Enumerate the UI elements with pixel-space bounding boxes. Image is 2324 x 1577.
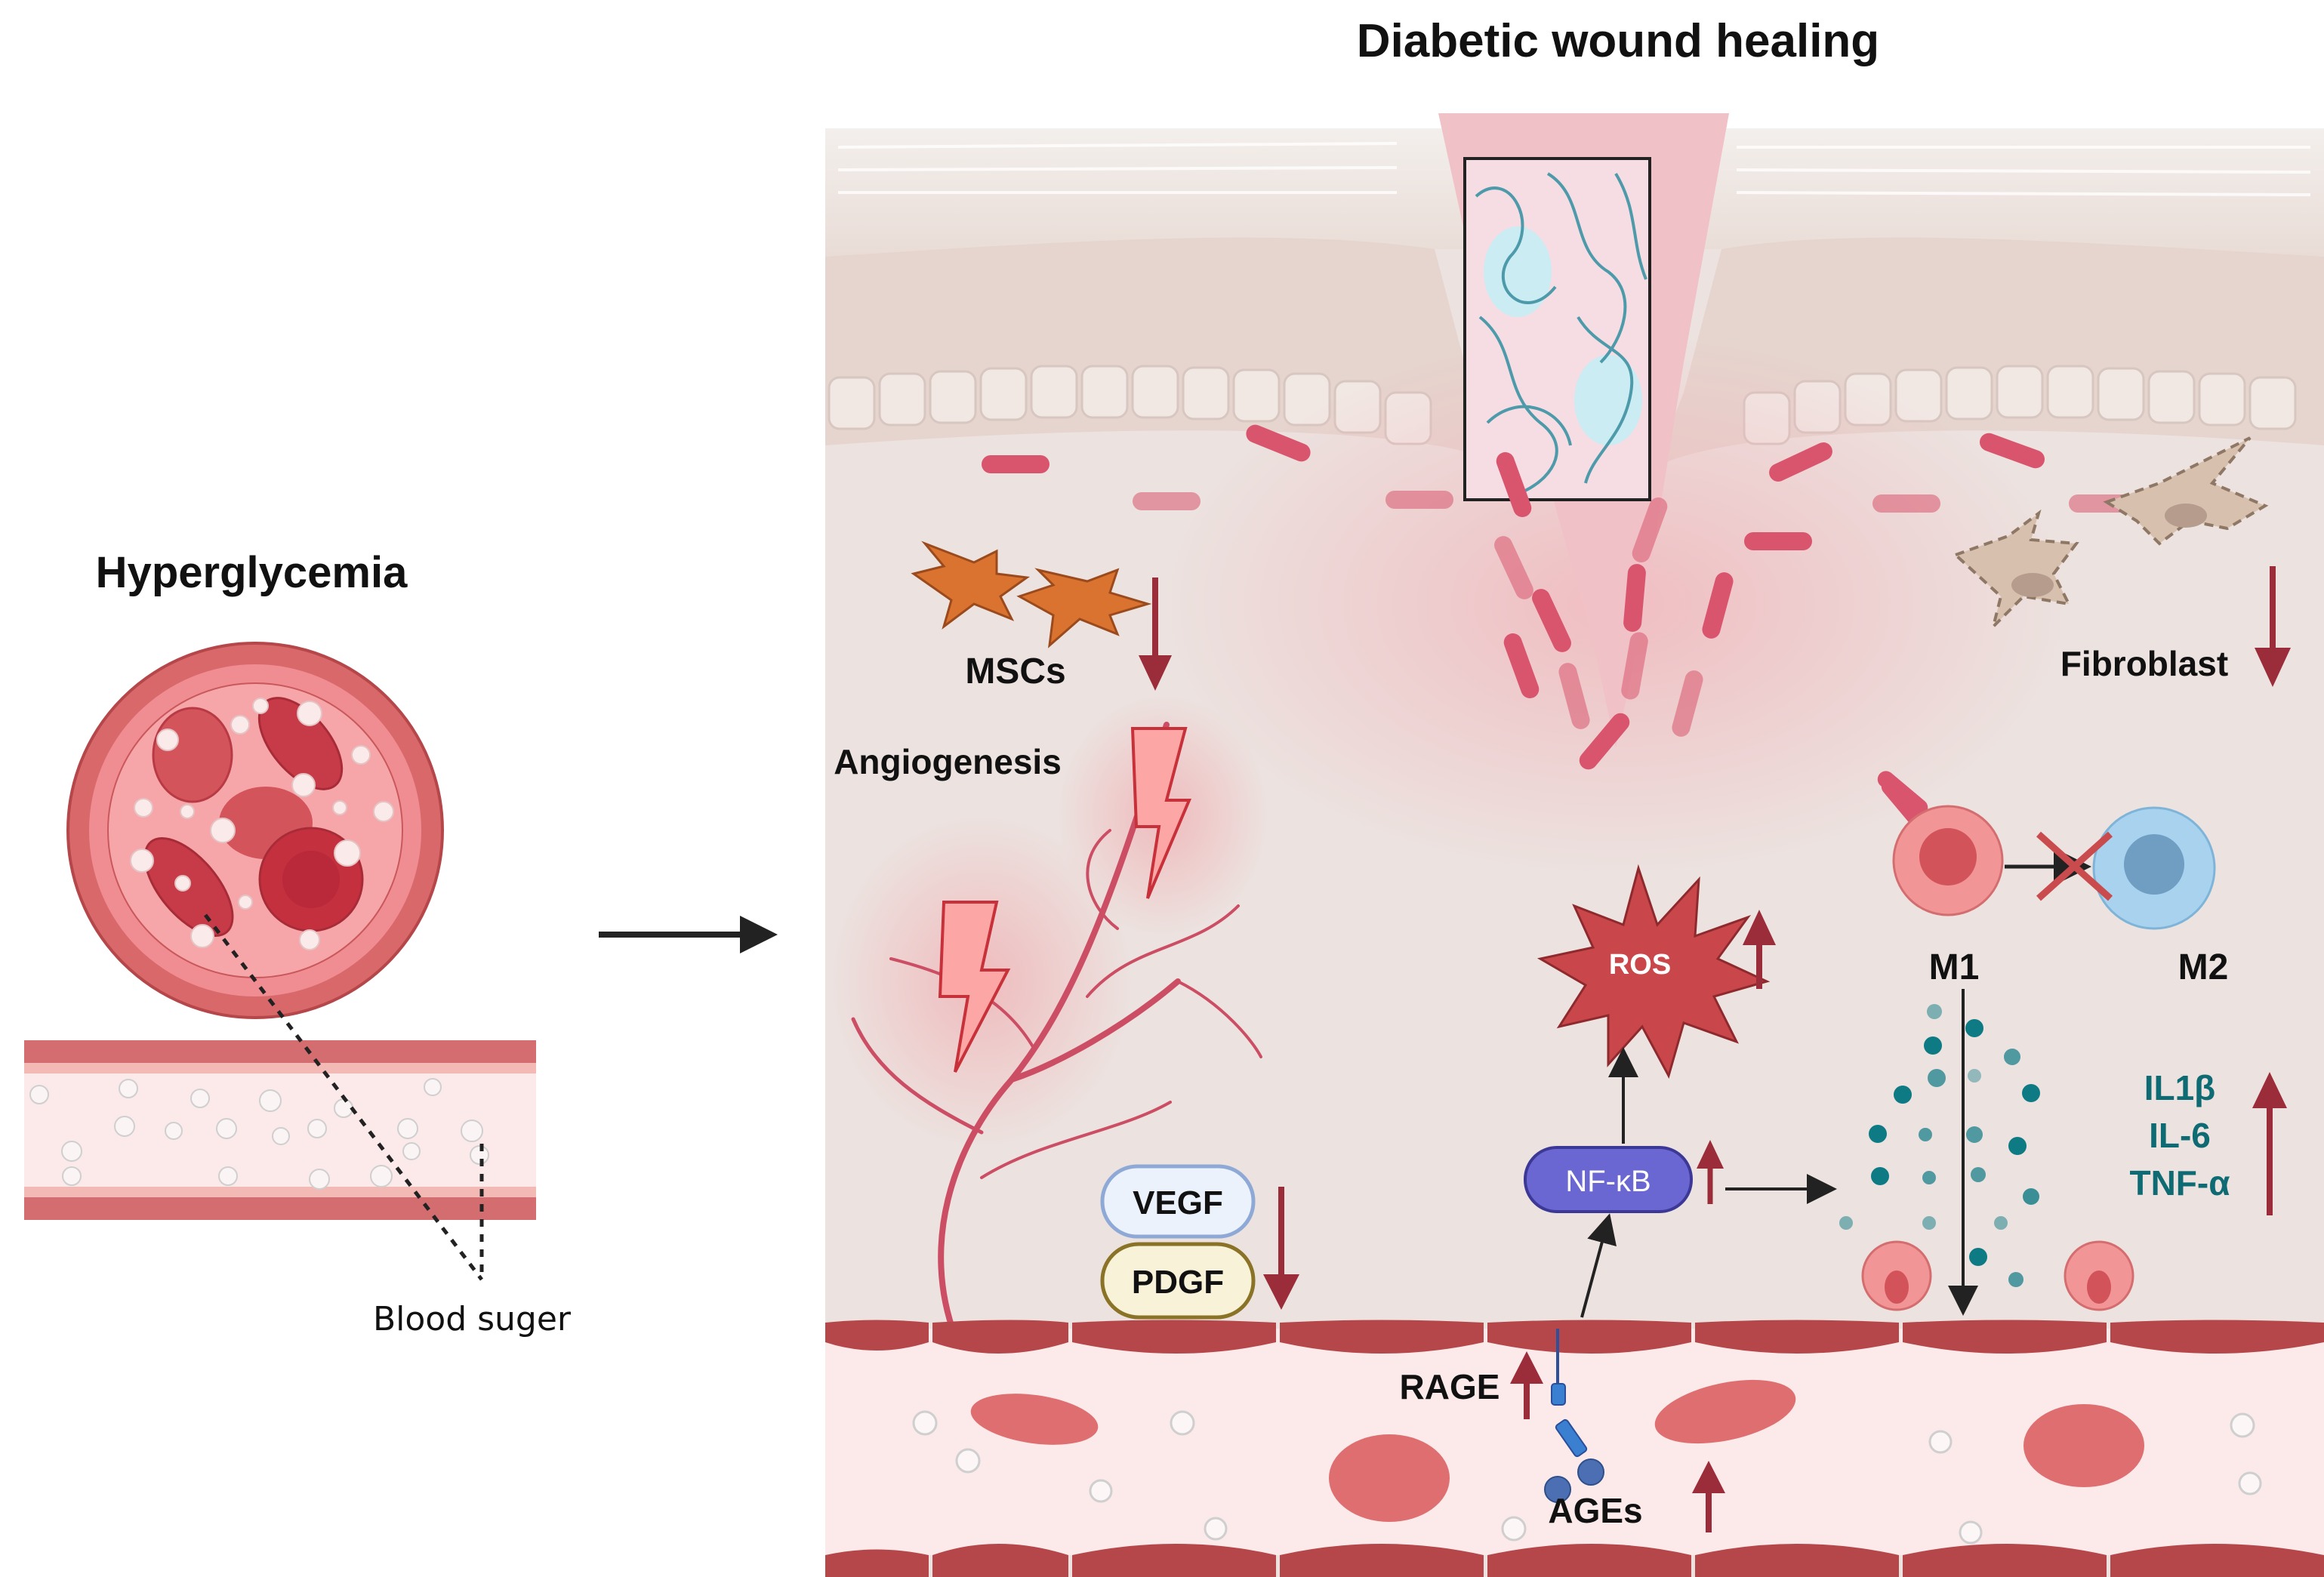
nfkb-label: NF-κB	[1565, 1165, 1651, 1198]
ros-up-arrow	[1743, 910, 1776, 989]
transition-arrow	[599, 916, 778, 953]
ages-label: AGEs	[1548, 1491, 1642, 1530]
hydrogel-scaffold	[1463, 157, 1651, 501]
ages-up-arrow	[1692, 1461, 1725, 1532]
cytokines-up-arrow	[2252, 1072, 2287, 1215]
wound-panel: Diabetic wound healing	[825, 15, 2324, 1577]
m1-label: M1	[1929, 947, 1980, 987]
fibroblast-down-arrow	[2255, 566, 2291, 687]
nfkb-pill: NF-κB	[1524, 1146, 1693, 1213]
polarization-blocked-icon	[2005, 831, 2113, 901]
blood-sugar-label: Blood suger	[373, 1300, 572, 1338]
blood-vessel-sprouts-icon	[851, 722, 1262, 1339]
pdgf-pill: PDGF	[1100, 1242, 1256, 1320]
cytokine-tnfa: TNF-α	[2129, 1163, 2230, 1203]
callout-line	[204, 913, 484, 1281]
cytokine-list: IL1β IL-6 TNF-α	[2129, 1068, 2230, 1203]
ages-molecules-icon	[1544, 1458, 1604, 1503]
cytokine-il6: IL-6	[2149, 1116, 2211, 1155]
hyperglycemia-title: Hyperglycemia	[96, 548, 408, 597]
vegf-pill: VEGF	[1100, 1164, 1256, 1239]
blood-vessel-lumen	[825, 1320, 2324, 1577]
ros-burst-icon: ROS	[1536, 864, 1771, 1079]
vessel-cross-section-icon	[66, 642, 444, 1019]
fibroblast-cells-icon	[1953, 436, 2269, 632]
m1-macrophage-icon	[1877, 771, 2004, 916]
nfkb-up-arrow	[1697, 1140, 1724, 1204]
cytokine-particles	[1839, 1004, 2040, 1287]
cytokine-il1b: IL1β	[2144, 1068, 2216, 1107]
hyperglycemia-panel: Hyperglycemia	[24, 548, 572, 1338]
rage-up-arrow	[1510, 1351, 1543, 1419]
pdgf-label: PDGF	[1132, 1264, 1224, 1301]
lightning-icon	[938, 727, 1192, 1073]
diagram-title: Diabetic wound healing	[1357, 15, 1879, 67]
ros-label: ROS	[1609, 949, 1671, 981]
mscs-label: MSCs	[965, 651, 1065, 691]
growth-factor-down-arrow	[1263, 1187, 1299, 1310]
rage-label: RAGE	[1400, 1367, 1500, 1406]
extravasating-cell-icon	[1861, 1240, 2134, 1375]
pathway-arrows	[1580, 989, 1978, 1318]
vegf-label: VEGF	[1133, 1184, 1223, 1221]
fibroblast-label: Fibroblast	[2060, 644, 2228, 683]
msc-cells-icon	[911, 541, 1152, 648]
rage-receptor-icon	[1551, 1329, 1588, 1458]
angiogenesis-label: Angiogenesis	[834, 742, 1062, 781]
m2-label: M2	[2178, 947, 2229, 987]
vessel-longitudinal-icon	[24, 1040, 536, 1220]
m2-macrophage-icon	[2092, 806, 2216, 930]
mscs-down-arrow	[1139, 578, 1172, 691]
